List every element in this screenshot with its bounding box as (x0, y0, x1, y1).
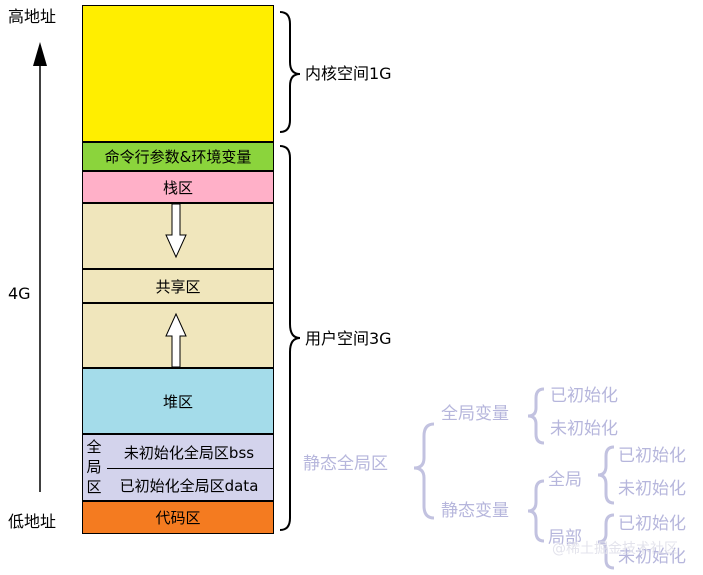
global-var-label: 全局变量 (441, 404, 509, 424)
global-side-char: 全 (86, 438, 102, 456)
data-row: 已初始化全局区data (107, 469, 271, 501)
static-local-initialized: 已初始化 (618, 514, 686, 534)
static-global-uninitialized: 未初始化 (618, 479, 686, 499)
global-segment: 全 局 区 未初始化全局区bss 已初始化全局区data (82, 434, 274, 501)
data-label: 已初始化全局区data (119, 476, 259, 495)
static-global-initialized: 已初始化 (618, 446, 686, 466)
global-side-char: 区 (86, 478, 102, 496)
static-local-uninitialized: 未初始化 (618, 547, 686, 567)
stack-segment: 栈区 (82, 171, 274, 203)
classification-root-brace (413, 422, 435, 520)
global-var-brace (527, 387, 545, 445)
static-global-brace (597, 445, 615, 505)
static-global-area-label: 静态全局区 (303, 454, 388, 474)
static-var-brace (527, 479, 545, 543)
address-axis-arrow (33, 42, 47, 492)
heap-segment: 堆区 (82, 368, 274, 434)
global-var-uninitialized: 未初始化 (550, 419, 618, 439)
stack-grows-down-arrow (165, 203, 187, 259)
global-side-label: 全 局 区 (86, 437, 102, 497)
bss-row: 未初始化全局区bss (107, 436, 271, 468)
shared-segment: 共享区 (82, 269, 274, 303)
size-label: 4G (8, 284, 31, 303)
user-space-brace (279, 145, 301, 531)
static-local-brace (597, 513, 615, 570)
static-global-label: 全局 (548, 470, 582, 490)
kernel-space-brace (279, 11, 301, 133)
args-env-segment: 命令行参数&环境变量 (82, 142, 274, 171)
watermark: @稀土掘金技术社区 (552, 541, 678, 557)
code-segment: 代码区 (82, 501, 274, 534)
low-address-label: 低地址 (8, 512, 57, 531)
kernel-space-segment (82, 5, 274, 142)
global-var-initialized: 已初始化 (550, 386, 618, 406)
user-space-label: 用户空间3G (305, 329, 392, 348)
heap-label: 堆区 (162, 392, 193, 411)
code-label: 代码区 (155, 509, 201, 527)
global-divider (107, 468, 273, 469)
static-local-label: 局部 (548, 528, 582, 548)
bss-label: 未初始化全局区bss (123, 443, 255, 462)
global-side-char: 局 (86, 458, 102, 476)
shared-label: 共享区 (155, 277, 201, 296)
stack-label: 栈区 (162, 178, 193, 197)
static-var-label: 静态变量 (441, 501, 509, 521)
args-env-label: 命令行参数&环境变量 (104, 148, 252, 166)
heap-grows-up-arrow (165, 312, 187, 368)
high-address-label: 高地址 (8, 7, 57, 26)
kernel-space-label: 内核空间1G (305, 64, 392, 83)
